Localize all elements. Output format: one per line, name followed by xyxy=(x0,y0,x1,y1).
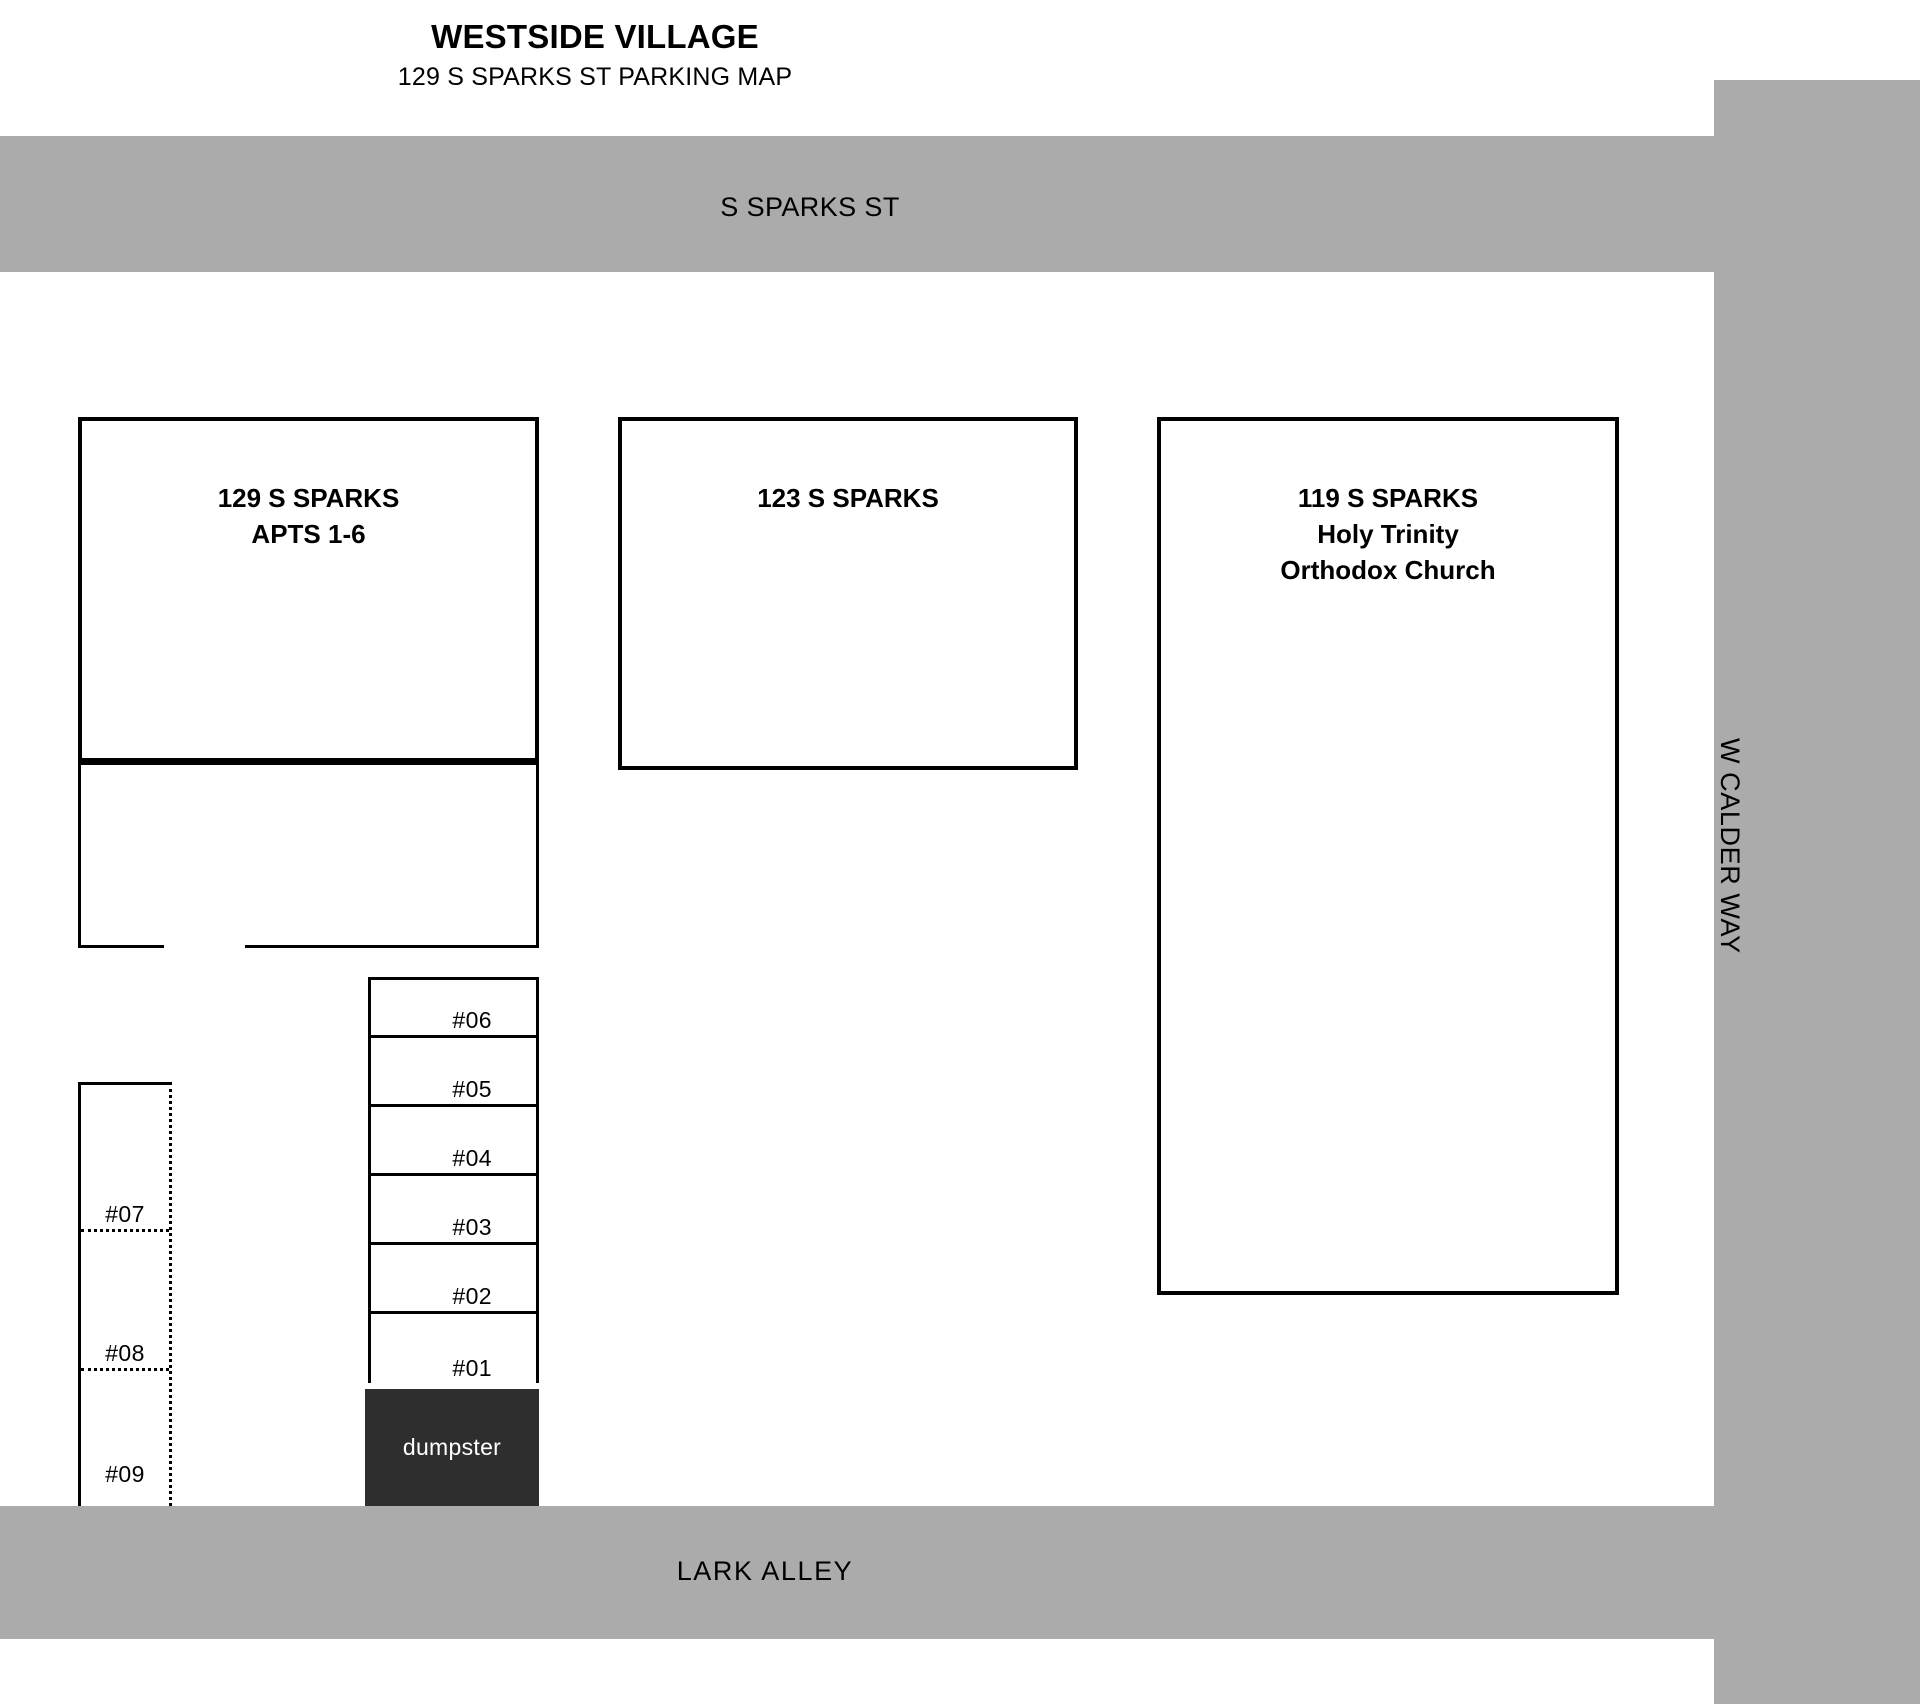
parking-stall-01-label: #01 xyxy=(452,1355,492,1381)
street-label-w-calder-way: W CALDER WAY xyxy=(1714,640,1920,954)
building-label-123-s-sparks: 123 S SPARKS xyxy=(757,483,939,513)
porch-edge-right-segment xyxy=(245,945,539,948)
building-129-s-sparks-rear-porch xyxy=(78,762,539,948)
parking-stall-06-label: #06 xyxy=(452,1007,492,1033)
building-label-119-s-sparks: 119 S SPARKS Holy Trinity Orthodox Churc… xyxy=(1280,483,1496,585)
parking-stall-07-label: #07 xyxy=(105,1201,145,1227)
parking-stall-01[interactable]: #01 xyxy=(371,1314,536,1383)
street-label-lark-alley: LARK ALLEY xyxy=(676,1556,854,1586)
porch-edge-left-segment xyxy=(78,945,164,948)
parking-strip-divider-08-09 xyxy=(81,1368,169,1371)
street-lark-alley xyxy=(0,1506,1714,1639)
page-subtitle: 129 S SPARKS ST PARKING MAP xyxy=(397,62,793,91)
building-119-s-sparks-holy-trinity-orthodox-church: 119 S SPARKS Holy Trinity Orthodox Churc… xyxy=(1157,417,1619,1295)
dumpster-label: dumpster xyxy=(402,1434,502,1460)
parking-stall-bank-side: #07 #08 #09 xyxy=(78,1082,172,1506)
building-123-s-sparks: 123 S SPARKS xyxy=(618,417,1078,770)
parking-stall-08-label: #08 xyxy=(105,1340,145,1366)
parking-stall-02-label: #02 xyxy=(452,1283,492,1309)
street-w-calder-way xyxy=(1714,80,1920,1704)
page-title: WESTSIDE VILLAGE xyxy=(431,18,759,55)
parking-strip-divider-07-08 xyxy=(81,1229,169,1232)
parking-stall-04[interactable]: #04 xyxy=(371,1107,536,1176)
street-label-w-calder-way-text: W CALDER WAY xyxy=(1715,738,1745,954)
title-block: WESTSIDE VILLAGE 129 S SPARKS ST PARKING… xyxy=(0,18,1190,92)
parking-stall-05[interactable]: #05 xyxy=(371,1038,536,1107)
parking-stall-02[interactable]: #02 xyxy=(371,1245,536,1314)
street-s-sparks-st xyxy=(0,136,1714,272)
parking-stall-03[interactable]: #03 xyxy=(371,1176,536,1245)
parking-stall-06[interactable]: #06 xyxy=(371,980,536,1038)
parking-stall-09-label: #09 xyxy=(105,1461,145,1487)
dumpster-area: dumpster xyxy=(365,1389,539,1506)
building-129-s-sparks: 129 S SPARKS APTS 1-6 xyxy=(78,417,539,762)
parking-stall-bank-main: #06 #05 #04 #03 #02 #01 xyxy=(368,977,539,1383)
parking-stall-05-label: #05 xyxy=(452,1076,492,1102)
parking-stall-03-label: #03 xyxy=(452,1214,492,1240)
street-label-s-sparks-st: S SPARKS ST xyxy=(720,192,900,222)
building-label-129-s-sparks: 129 S SPARKS APTS 1-6 xyxy=(217,483,400,549)
parking-stall-04-label: #04 xyxy=(452,1145,492,1171)
